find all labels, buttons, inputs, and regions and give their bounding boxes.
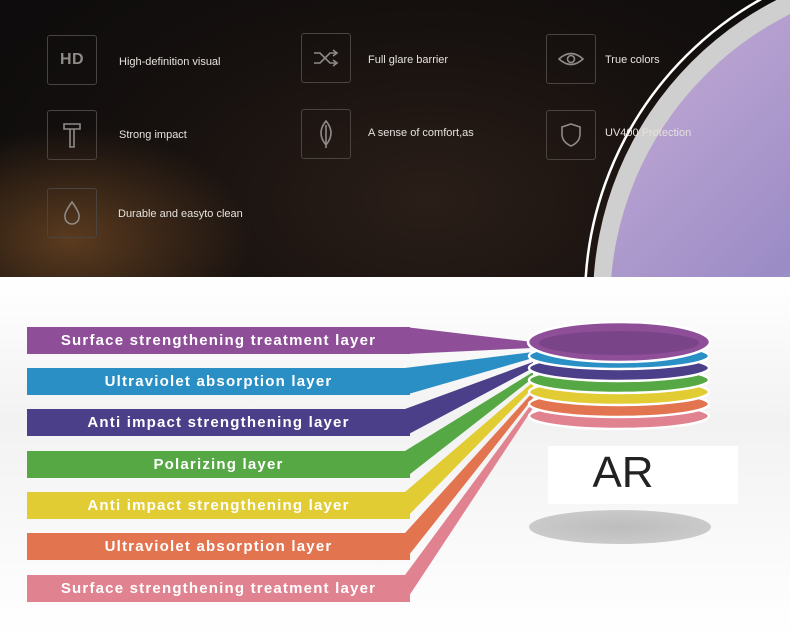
feature-label-hd: High-definition visual [119, 56, 221, 68]
layer-bar-4: Polarizing layer [27, 451, 410, 478]
fan-band-5 [405, 382, 533, 519]
hammer-icon [47, 110, 97, 160]
layer-label-4: Polarizing layer [153, 456, 284, 473]
layer-label-2: Ultraviolet absorption layer [104, 373, 333, 390]
layer-bar-1: Surface strengthening treatment layer [27, 327, 410, 354]
shuffle-icon [301, 33, 351, 83]
fan-band-2 [405, 352, 533, 395]
feature-label-clean: Durable and easyto clean [118, 208, 243, 220]
layer-label-3: Anti impact strengthening layer [87, 414, 350, 431]
eye-icon [546, 34, 596, 84]
layer-bar-5: Anti impact strengthening layer [27, 492, 410, 519]
feature-label-uv400: UV400 Protection [605, 127, 692, 139]
lens-graphic [584, 0, 790, 277]
ar-label-background [548, 446, 738, 504]
feature-label-glare: Full glare barrier [368, 54, 449, 66]
ar-label: AR [592, 448, 654, 497]
feature-label-impact: Strong impact [119, 129, 187, 141]
hd-icon-text: HD [59, 51, 85, 68]
layer-bar-7: Surface strengthening treatment layer [27, 575, 410, 602]
fan-band-1 [405, 327, 533, 354]
layer-label-6: Ultraviolet absorption layer [104, 538, 333, 555]
fan-band-6 [405, 392, 533, 560]
hd-icon: HD [47, 35, 97, 85]
drop-icon [47, 188, 97, 238]
layer-label-5: Anti impact strengthening layer [87, 497, 350, 514]
fan-band-4 [405, 372, 533, 478]
fan-band-7 [405, 402, 533, 602]
shield-icon [546, 110, 596, 160]
layer-label-1: Surface strengthening treatment layer [60, 332, 377, 349]
lens-shadow [529, 510, 711, 544]
feature-label-comfort: A sense of comfort,as [368, 127, 474, 139]
feature-label-colors: True colors [605, 54, 660, 66]
layer-label-7: Surface strengthening treatment layer [60, 580, 377, 597]
layer-bar-2: Ultraviolet absorption layer [27, 368, 410, 395]
leaf-icon [301, 109, 351, 159]
layer-bar-3: Anti impact strengthening layer [27, 409, 410, 436]
layer-bar-6: Ultraviolet absorption layer [27, 533, 410, 560]
fan-band-3 [405, 362, 533, 436]
features-panel: HD High-definition visual Full glare bar… [0, 0, 790, 277]
lens-disc-top-face [539, 331, 699, 355]
